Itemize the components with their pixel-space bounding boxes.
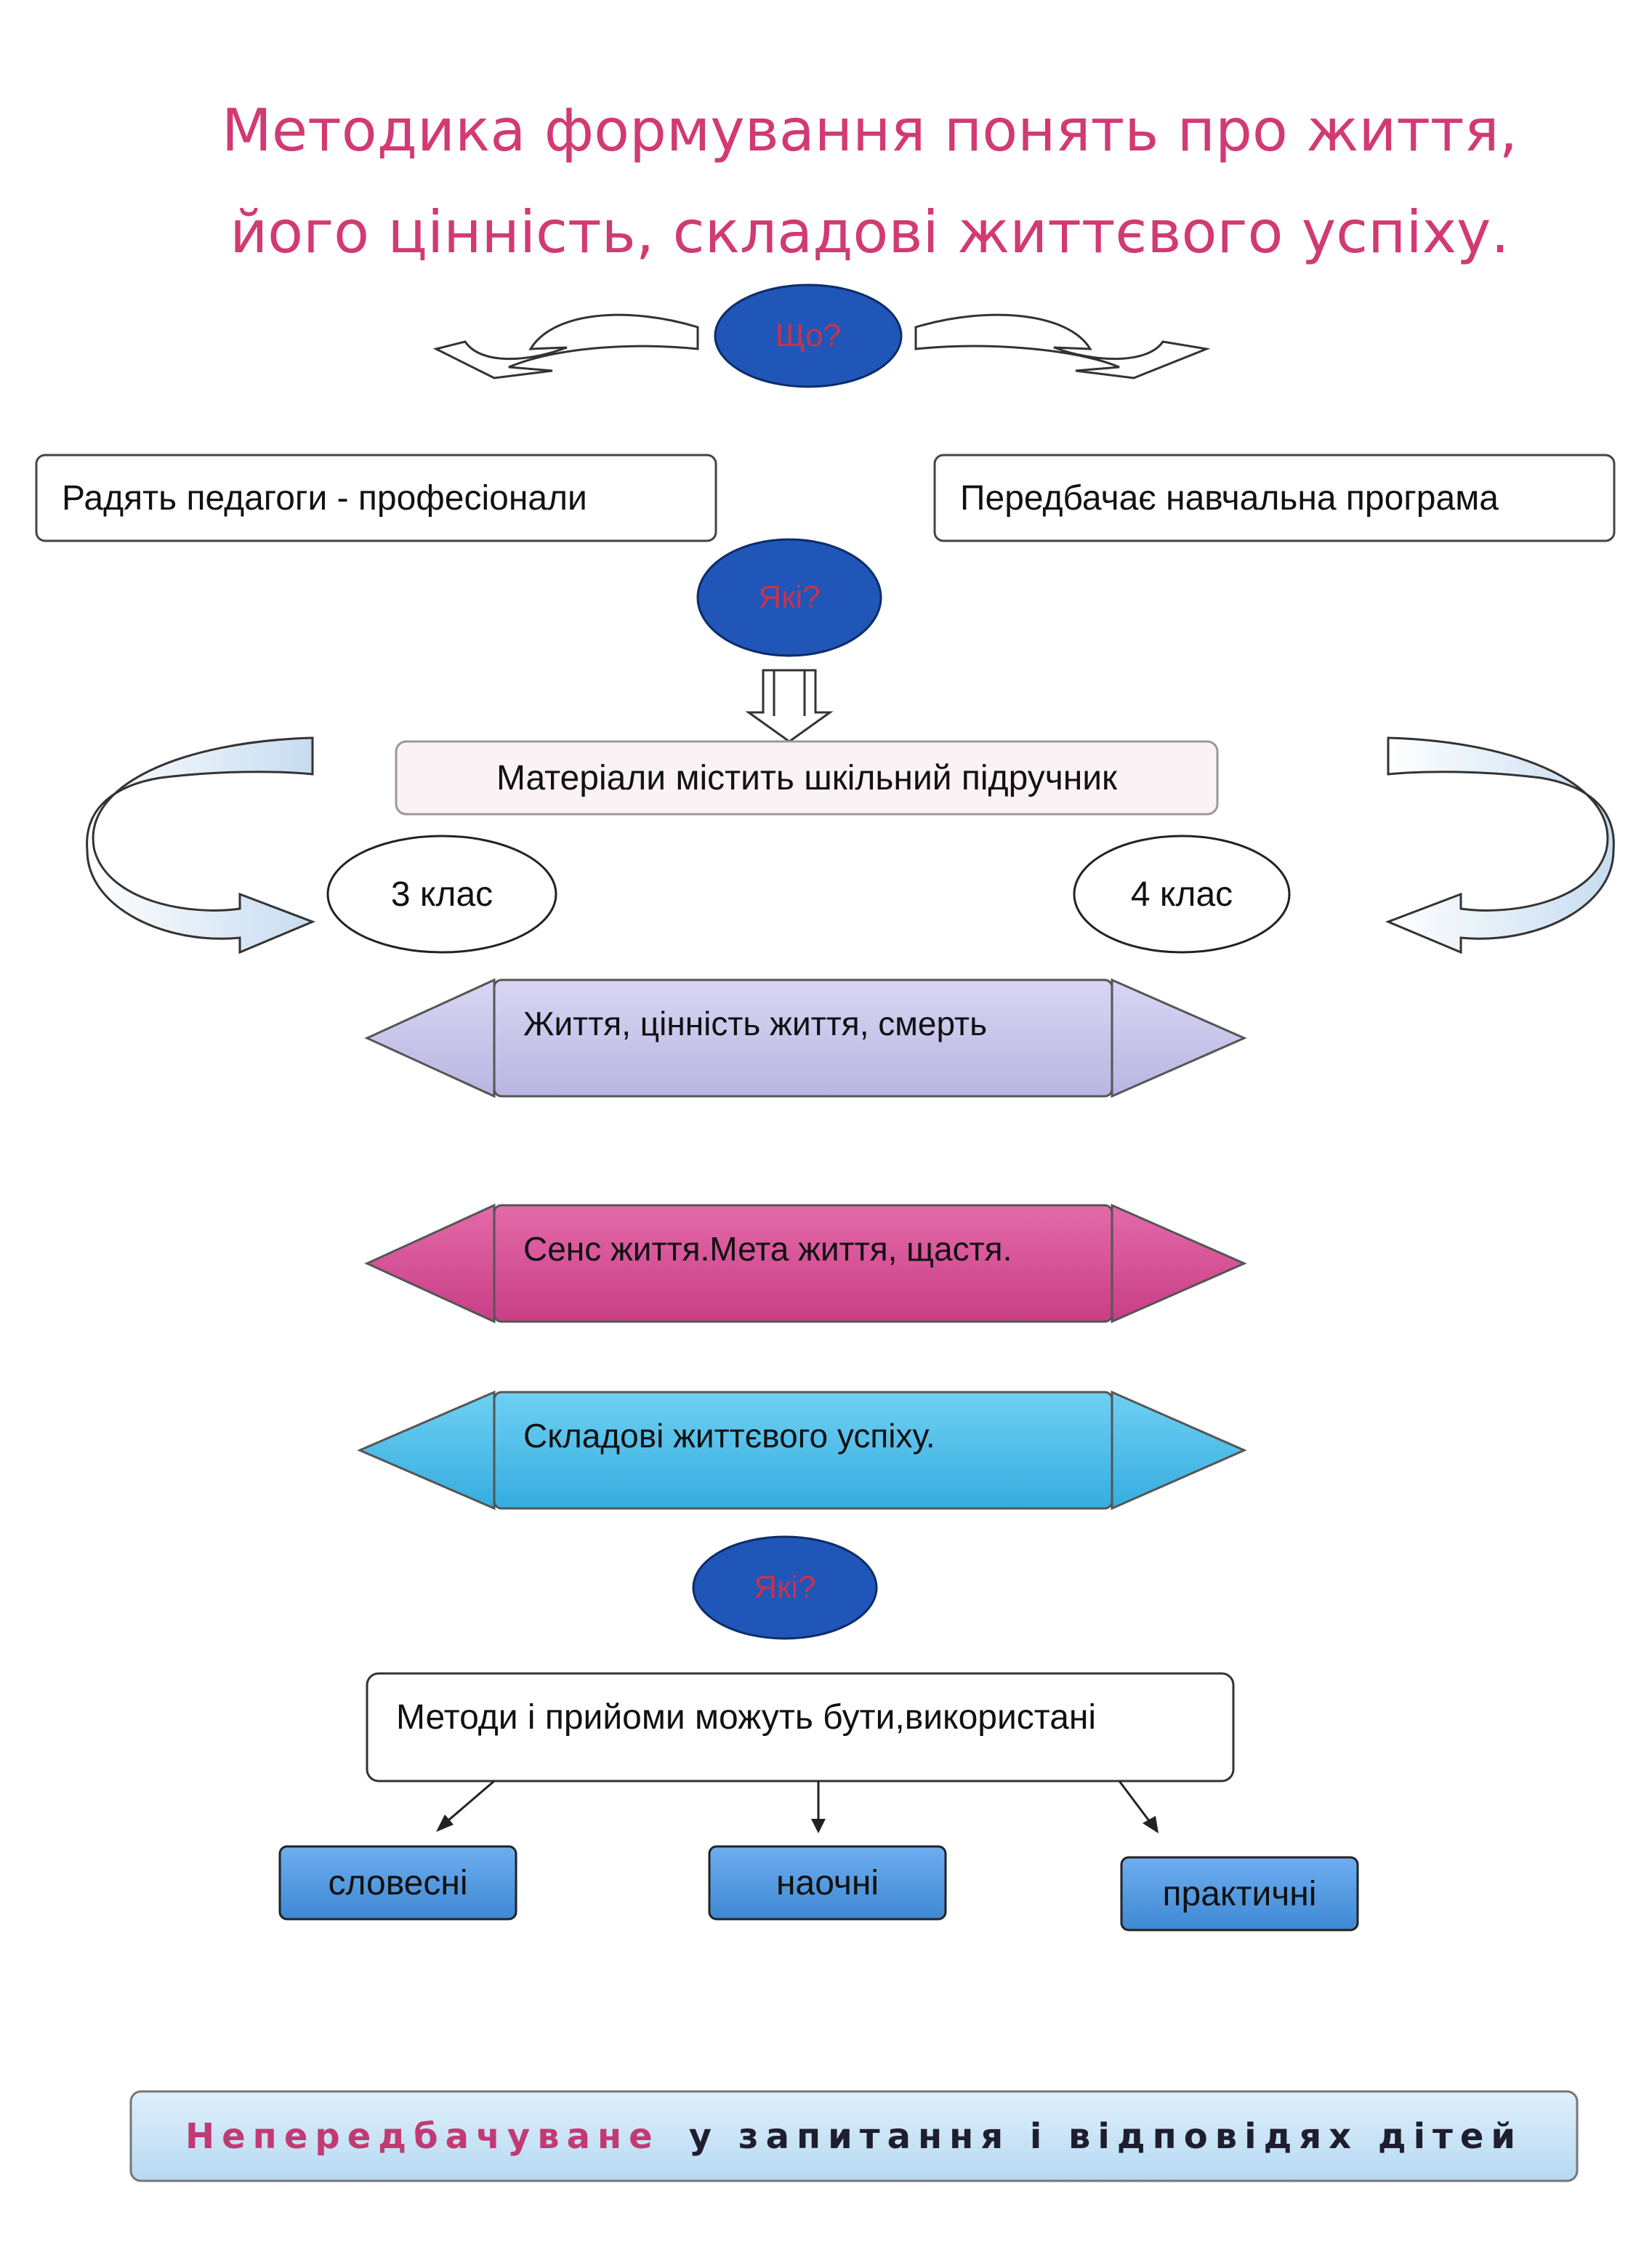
oval-which-1 [696,538,882,657]
method-box-visual [708,1845,947,1921]
oval-which-2 [692,1535,878,1640]
curl-arrow-left [86,736,316,954]
diagram-title: Методика формування понять про життя, йо… [0,80,1652,284]
oval-which-1-label: Які? [758,579,821,615]
grade-3-label: 3 клас [390,875,493,914]
grade-4-label: 4 клас [1130,875,1233,914]
oval-which-2-label: Які? [754,1569,816,1605]
box-left-source [35,454,717,542]
box-methods [366,1672,1235,1782]
left-source-label: Радять педагоги - професіонали [62,478,587,518]
footer-part-1: Непередбачуване [185,2115,660,2157]
footer-bar [129,2090,1579,2182]
arrow-to-practical [1118,1780,1153,1825]
topic-1-label: Життя, цінність життя, смерть [523,1005,988,1042]
method-verbal-label: словесні [328,1863,468,1902]
curl-arrow-right [1385,736,1615,954]
oval-what [714,284,903,388]
curved-arrow-right [914,313,1211,379]
footer-text: Непередбачуване у запитання і відповідях… [131,2091,1577,2181]
method-box-verbal [278,1845,517,1921]
down-arrow-icon [745,669,834,743]
textbook-label: Матеріали містить шкільний підручник [496,758,1118,797]
box-textbook [395,740,1219,816]
topic-3-label: Складові життєвого успіху. [523,1417,935,1455]
topic-bar-3 [357,1390,1247,1511]
topic-2-label: Сенс життя.Мета життя, щастя. [523,1230,1012,1268]
title-line-1: Методика формування понять про життя, [221,97,1518,164]
method-practical-label: практичні [1162,1874,1317,1913]
curved-arrow-left [432,313,699,379]
title-line-2: його цінність, складові життєвого успіху… [230,198,1510,266]
topic-bar-2 [364,1203,1247,1324]
right-source-label: Передбачає навчальна програма [960,478,1499,518]
arrow-to-verbal [443,1780,495,1826]
topic-bar-1 [364,978,1247,1098]
oval-grade-3 [326,835,557,954]
methods-heading: Методи і прийоми можуть бути,використані [396,1697,1097,1737]
footer-part-2: у запитання і відповідях дітей [688,2115,1523,2157]
oval-what-label: Що? [775,318,842,353]
method-box-practical [1120,1856,1359,1932]
box-right-source [933,454,1616,542]
method-visual-label: наочні [775,1863,879,1902]
oval-grade-4 [1073,835,1291,954]
